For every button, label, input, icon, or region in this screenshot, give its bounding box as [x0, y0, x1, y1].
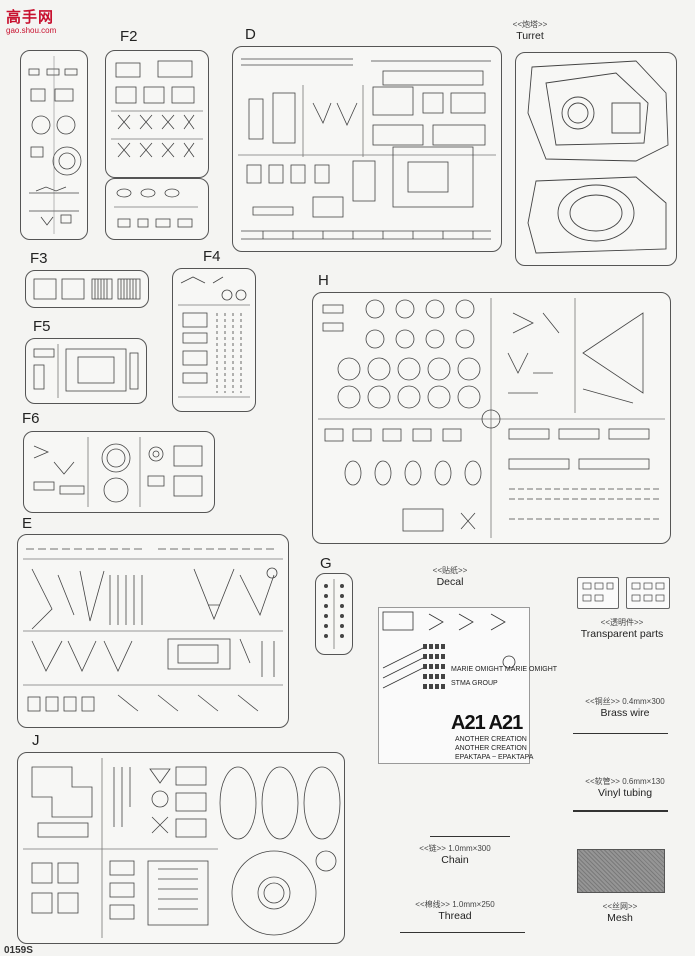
- decal-text-4: ANOTHER CREATION: [455, 745, 527, 752]
- decal-text-5: EPAKTAPA ~ EPAKTAPA: [455, 754, 534, 761]
- sprue-g: [315, 573, 353, 655]
- mesh-caption: <<丝网>> Mesh: [570, 902, 670, 925]
- sprue-e: [17, 534, 289, 728]
- mesh-caption-cn: <<丝网>>: [602, 902, 638, 911]
- sprue-turret: [515, 52, 677, 266]
- sprue-label-f6: F6: [22, 410, 40, 427]
- decal-text-1: MARIE OMIGHT MARIE OMIGHT: [451, 666, 558, 673]
- sprue-f3: [25, 270, 149, 308]
- transparent-part-2: [626, 577, 670, 609]
- sprue-e-parts: [23, 548, 283, 712]
- chain-caption-en: Chain: [441, 854, 469, 866]
- watermark-url: gao.shou.com: [6, 26, 57, 35]
- sprue-h: [312, 292, 671, 544]
- vinyl-tube-line: [573, 810, 668, 812]
- decal-caption-en: Decal: [436, 576, 464, 588]
- sprue-label-h: H: [318, 272, 329, 289]
- transparent-caption-en: Transparent parts: [580, 628, 664, 640]
- sprue-f3-parts: [33, 278, 141, 300]
- sprue-f5-parts: [33, 344, 139, 398]
- turret-caption-en: Turret: [516, 30, 544, 42]
- brass-caption-en: Brass wire: [600, 707, 650, 719]
- decal-sheet: MARIE OMIGHT MARIE OMIGHT STMA GROUP A21…: [378, 607, 557, 764]
- sprue-label-e: E: [22, 515, 33, 532]
- decal-sheet-art: [382, 611, 516, 689]
- decal-text-3: ANOTHER CREATION: [455, 736, 527, 743]
- watermark-text: 高手网: [6, 9, 55, 26]
- sprue-f4: [172, 268, 256, 412]
- transparent-caption-cn: <<透明件>>: [600, 618, 644, 627]
- turret-caption: <<炮塔>> Turret: [500, 20, 560, 43]
- watermark-logo: 高手网 gao.shou.com: [4, 4, 68, 40]
- sprue-label-f3: F3: [30, 250, 48, 267]
- sprue-label-j: J: [32, 732, 40, 749]
- sprue-j: [17, 752, 345, 944]
- brass-caption-cn: <<铜丝>> 0.4mm×300: [585, 697, 665, 706]
- decal-big-number: A21 A21: [451, 712, 523, 734]
- sprue-d-parts: [238, 58, 496, 240]
- sprue-f2: [105, 50, 209, 178]
- thread-caption-cn: <<棉线>> 1.0mm×250: [415, 900, 495, 909]
- sprue-label-g: G: [320, 555, 332, 572]
- sprue-j-parts: [23, 758, 341, 938]
- sprue-top-left-parts: [28, 56, 82, 234]
- transparent-part-1: [577, 577, 619, 609]
- sprue-f6: [23, 431, 215, 513]
- chain-caption-cn: <<链>> 1.0mm×300: [419, 844, 491, 853]
- sprue-f6-parts: [33, 437, 203, 507]
- sprue-f2-lower-parts: [114, 188, 198, 228]
- vinyl-caption-en: Vinyl tubing: [597, 787, 653, 799]
- transparent-part-2-art: [631, 582, 665, 602]
- sprue-d: [232, 46, 502, 252]
- decal-text-2: STMA GROUP: [451, 680, 498, 687]
- mesh-sample: [577, 849, 665, 893]
- sprue-f2-lower: [105, 178, 209, 240]
- chain-caption: <<链>> 1.0mm×300 Chain: [405, 844, 505, 867]
- vinyl-caption-cn: <<软管>> 0.6mm×130: [585, 777, 665, 786]
- turret-caption-cn: <<炮塔>>: [512, 20, 548, 29]
- page-number: 0159S: [4, 945, 33, 956]
- transparent-part-1-art: [582, 582, 614, 602]
- sprue-label-d: D: [245, 26, 256, 43]
- thread-caption: <<棉线>> 1.0mm×250 Thread: [405, 900, 505, 923]
- brass-wire-line: [573, 733, 668, 734]
- sprue-f5: [25, 338, 147, 404]
- brass-caption: <<铜丝>> 0.4mm×300 Brass wire: [575, 697, 675, 720]
- mesh-caption-en: Mesh: [607, 912, 633, 924]
- sprue-f2-parts: [111, 60, 203, 158]
- decal-caption-cn: <<贴纸>>: [432, 566, 468, 575]
- thread-caption-en: Thread: [438, 910, 472, 922]
- sprue-label-f5: F5: [33, 318, 51, 335]
- vinyl-caption: <<软管>> 0.6mm×130 Vinyl tubing: [575, 777, 675, 800]
- sprue-g-parts: [324, 579, 344, 649]
- transparent-caption: <<透明件>> Transparent parts: [572, 618, 672, 641]
- sprue-h-parts: [318, 298, 665, 538]
- turret-parts: [527, 60, 669, 254]
- thread-line: [400, 932, 525, 933]
- sprue-top-left: [20, 50, 88, 240]
- sprue-label-f4: F4: [203, 248, 221, 265]
- sprue-label-f2: F2: [120, 28, 138, 45]
- chain-line: [430, 836, 510, 837]
- sprue-f4-parts: [178, 276, 250, 398]
- decal-caption: <<贴纸>> Decal: [420, 566, 480, 589]
